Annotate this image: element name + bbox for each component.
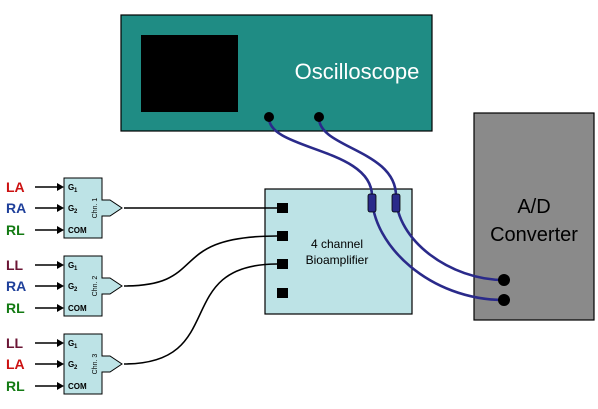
channel-module-body [63,255,123,317]
channel-module-label: Chn. 2 [92,276,99,297]
bnc-plug-2 [391,193,401,213]
bioamplifier-input-port-4 [277,288,288,298]
lead-label-ll: LL [6,335,24,351]
lead-label-rl: RL [6,378,25,394]
lead-label-la: LA [6,179,25,195]
pin-label-subscript: 2 [74,365,78,371]
pin-label: G [68,360,74,369]
pin-label-subscript: 2 [74,287,78,293]
ad-converter-body [473,112,595,321]
lead-arrow-head [57,339,64,347]
lead-label-la: LA [6,356,25,372]
bnc-plug-1 [367,193,377,213]
pin-label-subscript: 1 [74,344,78,350]
signal-wire-chn-2 [123,235,278,287]
oscilloscope-screen [141,35,238,112]
pin-label-subscript: 2 [74,209,78,215]
lead-arrow-head [57,282,64,290]
pin-label: G [68,282,74,291]
ad-converter-label-line1: A/D [517,196,550,218]
bioamplifier-label-line1: 4 channel [311,237,363,251]
pin-label-subscript: 1 [74,266,78,272]
bioamplifier-input-port-2 [277,231,288,241]
lead-arrow-head [57,204,64,212]
ad-converter: A/D Converter [473,112,595,321]
channel-module-label: Chn. 3 [92,354,99,375]
ad-converter-input-jack-1 [498,274,510,286]
lead-label-rl: RL [6,222,25,238]
pin-label: G [68,183,74,192]
channel-module-label: Chn. 1 [92,198,99,219]
ad-converter-input-jack-2 [498,294,510,306]
lead-label-ll: LL [6,257,24,273]
signal-wire-chn-3 [123,263,278,365]
bioamplifier-input-port-3 [277,259,288,269]
lead-label-ra: RA [6,200,26,216]
bioamplifier-input-port-1 [277,203,288,213]
bioamplifier: 4 channel Bioamplifier [264,188,413,315]
bioamplifier-body [264,188,413,315]
signal-wires [123,207,278,365]
pin-label: G [68,261,74,270]
pin-label: G [68,204,74,213]
oscilloscope-input-jack-2 [314,112,324,122]
lead-arrow-head [57,304,64,312]
lead-arrow-head [57,226,64,234]
lead-label-ra: RA [6,278,26,294]
ad-converter-label-line2: Converter [490,224,578,246]
channel-module-body [63,333,123,395]
cable-connectors [264,112,510,306]
oscilloscope-label: Oscilloscope [295,59,420,84]
oscilloscope-input-jack-1 [264,112,274,122]
pin-label-subscript: 1 [74,188,78,194]
pin-label: COM [68,382,87,391]
lead-arrow-head [57,183,64,191]
oscilloscope: Oscilloscope [120,14,433,132]
lead-arrow-head [57,261,64,269]
bioamplifier-label-line2: Bioamplifier [306,253,369,267]
channel-module-body [63,177,123,239]
lead-arrow-head [57,360,64,368]
pin-label: COM [68,304,87,313]
lead-label-rl: RL [6,300,25,316]
pin-label: COM [68,226,87,235]
pin-label: G [68,339,74,348]
lead-arrow-head [57,382,64,390]
